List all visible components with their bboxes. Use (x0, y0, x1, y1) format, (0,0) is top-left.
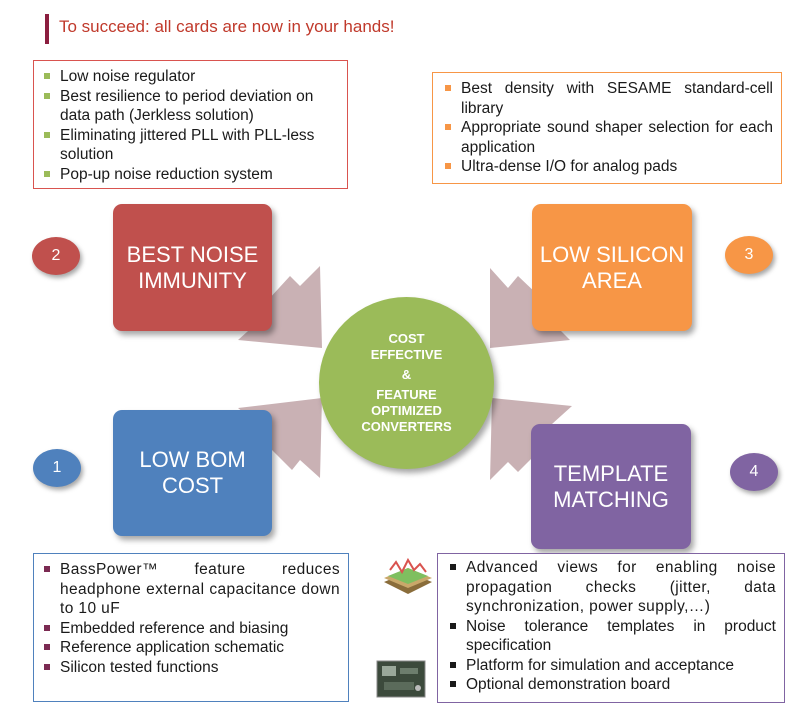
title-accent-bar (45, 14, 49, 44)
list-item: Silicon tested functions (38, 658, 340, 678)
bullet-icon (445, 163, 451, 169)
best-noise-immunity-card: BEST NOISE IMMUNITY (113, 204, 272, 331)
number-badge-4: 4 (730, 453, 778, 491)
bullet-icon (450, 661, 456, 668)
template-matching-card: TEMPLATE MATCHING (531, 424, 691, 549)
noise-features-list: Low noise regulator Best resilience to p… (38, 67, 339, 184)
bullet-icon (44, 73, 50, 79)
number-badge-3: 3 (725, 236, 773, 274)
list-item: Reference application schematic (38, 638, 340, 658)
list-item: Best resilience to period deviation on d… (38, 87, 339, 126)
page-title: To succeed: all cards are now in your ha… (59, 17, 395, 36)
silicon-features-list: Best density with SESAME standard-cell l… (439, 79, 773, 177)
noise-features-box: Low noise regulator Best resilience to p… (33, 60, 348, 189)
bullet-icon (450, 681, 456, 687)
bullet-icon (44, 624, 50, 631)
list-item: Platform for simulation and acceptance (444, 656, 776, 676)
bullet-icon (44, 92, 50, 99)
bom-features-list: BassPower™ feature reduces headphone ext… (38, 560, 340, 677)
list-item: Pop-up noise reduction system (38, 165, 339, 185)
bullet-icon (450, 622, 456, 629)
list-item: BassPower™ feature reduces headphone ext… (38, 560, 340, 619)
list-item: Low noise regulator (38, 67, 339, 87)
template-features-box: Advanced views for enabling noise propag… (437, 553, 785, 703)
list-item: Ultra-dense I/O for analog pads (439, 157, 773, 177)
silicon-features-box: Best density with SESAME standard-cell l… (432, 72, 782, 184)
low-bom-cost-card: LOW BOM COST (113, 410, 272, 536)
bom-features-box: BassPower™ feature reduces headphone ext… (33, 553, 349, 702)
bullet-icon (44, 131, 50, 138)
bullet-icon (44, 644, 50, 650)
low-silicon-area-card: LOW SILICON AREA (532, 204, 692, 331)
bullet-icon (44, 663, 50, 670)
bullet-icon (450, 564, 456, 570)
noise-propagation-thumbnail (384, 557, 432, 594)
bullet-icon (445, 85, 451, 91)
number-badge-2: 2 (32, 237, 80, 275)
list-item: Appropriate sound shaper selection for e… (439, 118, 773, 157)
cost-effective-center-circle: COST EFFECTIVE & FEATURE OPTIMIZED CONVE… (319, 297, 494, 469)
list-item: Embedded reference and biasing (38, 619, 340, 639)
list-item: Noise tolerance templates in product spe… (444, 617, 776, 656)
list-item: Best density with SESAME standard-cell l… (439, 79, 773, 118)
list-item: Eliminating jittered PLL with PLL-less s… (38, 126, 339, 165)
bullet-icon (44, 170, 50, 177)
number-badge-1: 1 (33, 449, 81, 487)
bullet-icon (445, 124, 451, 130)
template-features-list: Advanced views for enabling noise propag… (444, 558, 776, 695)
list-item: Optional demonstration board (444, 675, 776, 695)
bullet-icon (44, 566, 50, 572)
list-item: Advanced views for enabling noise propag… (444, 558, 776, 617)
demonstration-board-thumbnail (376, 660, 426, 698)
